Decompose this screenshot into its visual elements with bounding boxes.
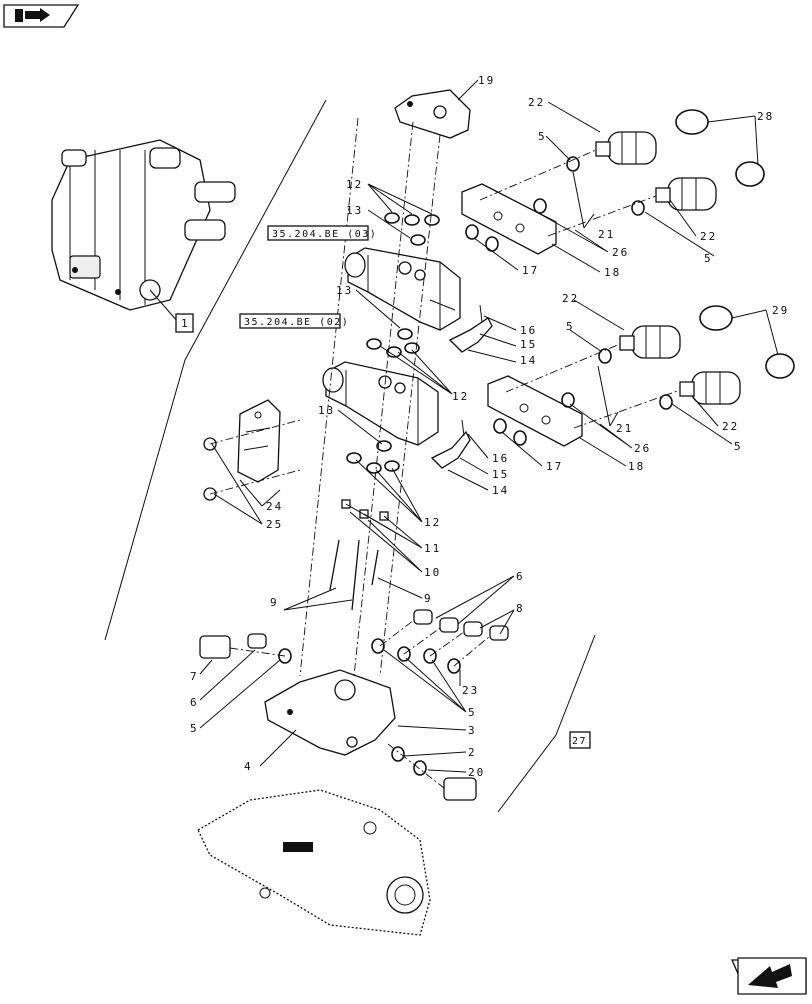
callout-6: 6: [190, 696, 199, 709]
callout-5: 5: [566, 320, 575, 333]
callout-7: 7: [190, 670, 199, 683]
forward-arrow-icon: [748, 964, 792, 988]
callout-26: 26: [612, 246, 629, 259]
callout-14: 14: [520, 354, 537, 367]
valve-section-02: [322, 361, 439, 446]
callout-20: 20: [468, 766, 485, 779]
callout-6: 6: [516, 570, 525, 583]
inlet-section: [264, 669, 396, 756]
callout-18: 18: [628, 460, 645, 473]
callout-25: 25: [266, 518, 283, 531]
cartridge-upper-1: [595, 131, 657, 165]
callout-9: 9: [270, 596, 279, 609]
callout-12: 12: [424, 516, 441, 529]
assembly-axis-lines: [209, 117, 681, 789]
tractor-housing: [197, 789, 431, 936]
callout-5: 5: [468, 706, 477, 719]
callout-16: 16: [520, 324, 537, 337]
callout-5: 5: [704, 252, 713, 265]
cartridge-lower-1: [619, 325, 681, 359]
cartridge-lower-2: [679, 371, 741, 405]
tie-rods: [329, 539, 379, 611]
callout-22: 22: [528, 96, 545, 109]
manifold-upper: [461, 183, 557, 255]
callout-14: 14: [492, 484, 509, 497]
callout-5: 5: [190, 722, 199, 735]
valve-section-03: [344, 247, 461, 331]
callout-23: 23: [462, 684, 479, 697]
callout-17: 17: [546, 460, 563, 473]
callout-5: 5: [538, 130, 547, 143]
callout-29: 29: [772, 304, 789, 317]
callout-11: 11: [424, 542, 441, 555]
assembled-valve-thumbnail: [51, 139, 236, 311]
ref-box-27-label: 27: [572, 736, 587, 747]
callout-26: 26: [634, 442, 651, 455]
callout-19: 19: [478, 74, 495, 87]
callout-28: 28: [757, 110, 774, 123]
callout-3: 3: [468, 724, 477, 737]
ref-box-27[interactable]: 27: [569, 731, 591, 749]
ref-box-35-204-be-02[interactable]: 35.204.BE (02): [239, 313, 349, 329]
callout-8: 8: [516, 602, 525, 615]
callout-21: 21: [598, 228, 615, 241]
callout-13: 13: [318, 404, 335, 417]
callout-13: 13: [346, 204, 363, 217]
callout-4: 4: [244, 760, 253, 773]
callout-12: 12: [346, 178, 363, 191]
o-rings: [278, 156, 673, 776]
callout-16: 16: [492, 452, 509, 465]
callout-10: 10: [424, 566, 441, 579]
callout-15: 15: [520, 338, 537, 351]
side-mounting-bracket: [203, 399, 281, 501]
back-arrow-icon: [15, 8, 50, 22]
leader-lines: [199, 79, 779, 773]
lever-assembly-upper: [448, 304, 493, 353]
next-page-button[interactable]: [731, 957, 807, 995]
callout-18: 18: [604, 266, 621, 279]
callout-9: 9: [424, 592, 433, 605]
bracket-left: [104, 99, 327, 641]
callout-2: 2: [468, 746, 477, 759]
callout-12: 12: [452, 390, 469, 403]
top-cover-plate: [394, 89, 471, 139]
ref-box-35-204-be-03[interactable]: 35.204.BE (03): [267, 225, 377, 241]
bracket-right: [497, 634, 596, 813]
ref-box-03-label: 35.204.BE (03): [272, 229, 377, 240]
fittings: [199, 609, 509, 801]
nuts: [341, 499, 389, 521]
callout-17: 17: [522, 264, 539, 277]
hose-clamps: [675, 109, 795, 379]
callout-24: 24: [266, 500, 283, 513]
prev-page-button[interactable]: [3, 4, 80, 28]
callout-22: 22: [700, 230, 717, 243]
ref-box-1-label: 1: [181, 317, 190, 330]
callout-5: 5: [734, 440, 743, 453]
cartridge-upper-2: [655, 177, 717, 211]
callout-22: 22: [562, 292, 579, 305]
manifold-lower: [487, 375, 583, 447]
callout-22: 22: [722, 420, 739, 433]
ref-box-02-label: 35.204.BE (02): [244, 317, 349, 328]
callout-21: 21: [616, 422, 633, 435]
ref-box-1[interactable]: 1: [175, 313, 194, 333]
callout-labels: 19 22 28 5 12 13 21 26 22 17 18 5 13 16 …: [190, 74, 789, 779]
lever-assembly-lower: [430, 419, 471, 469]
callout-13: 13: [336, 284, 353, 297]
callout-15: 15: [492, 468, 509, 481]
